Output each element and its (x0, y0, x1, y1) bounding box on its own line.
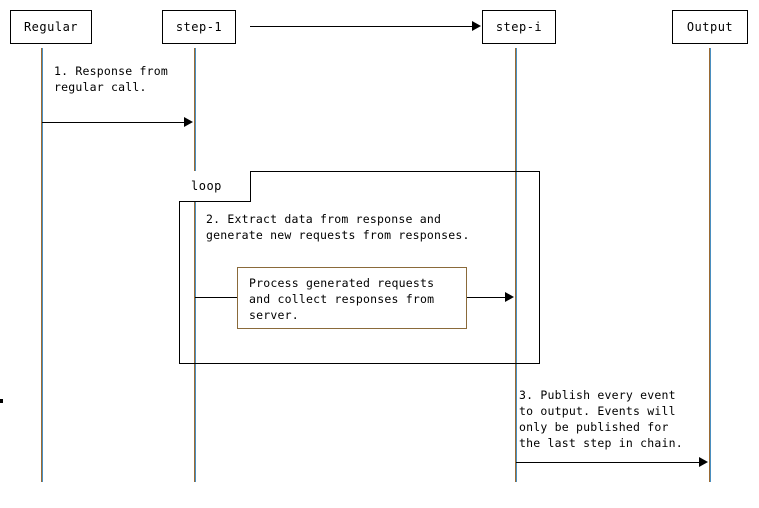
lifeline-step-1 (194, 48, 196, 482)
chain-arrow-head (472, 21, 481, 31)
participant-box-regular[interactable]: Regular (10, 10, 92, 44)
participant-label: step-1 (175, 20, 223, 34)
participant-box-output[interactable]: Output (672, 10, 748, 44)
participant-label: Regular (23, 20, 79, 34)
message-label-publish-every-event: 3. Publish every event to output. Events… (519, 388, 683, 450)
message-line-publish-every-event (516, 462, 701, 463)
loop-fragment-operator-tab: loop (179, 171, 251, 202)
note-process-generated-requests: Process generated requests and collect r… (237, 267, 467, 329)
message-line-process-generated-requests-left (195, 297, 238, 298)
message-arrowhead-publish-every-event (699, 457, 708, 467)
lifeline-regular (41, 48, 43, 482)
message-arrowhead-response-from-regular (184, 117, 193, 127)
participant-box-step-i[interactable]: step-i (482, 10, 556, 44)
participant-box-step-1[interactable]: step-1 (162, 10, 236, 44)
participant-label: Output (686, 20, 734, 34)
message-arrowhead-process-generated-requests (505, 292, 514, 302)
participant-label: step-i (495, 20, 543, 34)
message-line-process-generated-requests-right (467, 297, 507, 298)
loop-fragment-operator-label: loop (191, 179, 222, 193)
left-edge-artifact (0, 399, 3, 403)
chain-arrow-line (250, 26, 474, 27)
loop-fragment-description: 2. Extract data from response and genera… (206, 212, 470, 242)
loop-fragment (179, 171, 540, 364)
lifeline-output (709, 48, 711, 482)
lifeline-step-i (515, 48, 517, 482)
message-label-response-from-regular: 1. Response from regular call. (54, 64, 168, 94)
message-line-response-from-regular (42, 122, 186, 123)
